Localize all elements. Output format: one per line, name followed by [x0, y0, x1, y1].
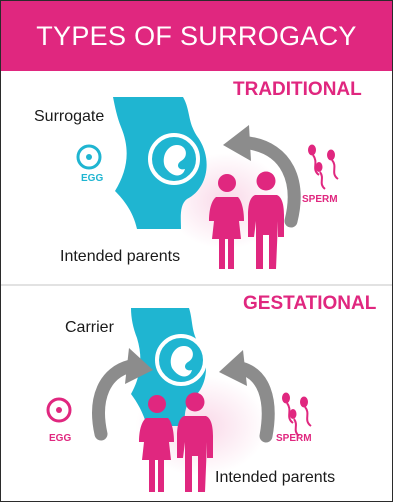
carrier-label: Carrier	[65, 319, 114, 337]
intended-parents-label: Intended parents	[215, 469, 335, 487]
intended-parents-label: Intended parents	[60, 248, 180, 266]
page-title: TYPES OF SURROGACY	[1, 21, 392, 52]
sperm-icon	[282, 393, 311, 437]
sperm-icon	[308, 145, 338, 190]
header-banner: TYPES OF SURROGACY	[1, 1, 392, 71]
sperm-label: SPERM	[276, 433, 312, 444]
egg-icon	[78, 146, 100, 168]
egg-label: EGG	[49, 433, 71, 444]
egg-icon	[48, 399, 70, 421]
surrogate-label: Surrogate	[34, 108, 104, 126]
sperm-label: SPERM	[302, 194, 338, 205]
egg-label: EGG	[81, 173, 103, 184]
